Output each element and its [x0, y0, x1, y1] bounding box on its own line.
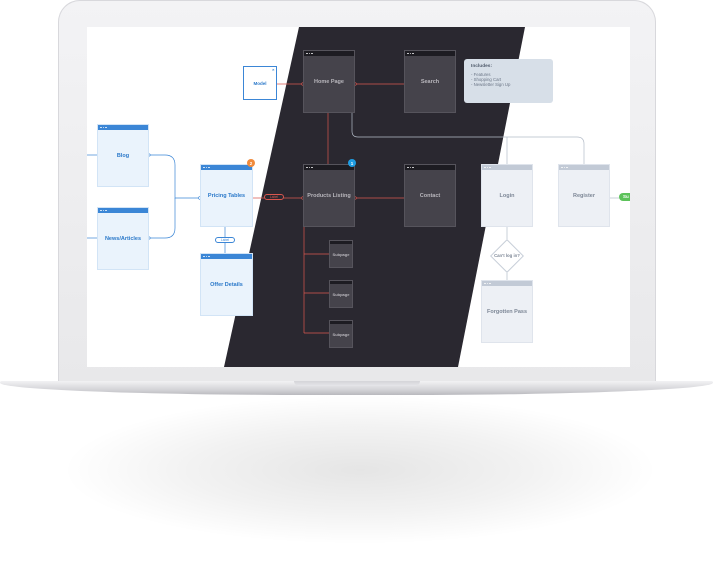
connector-home-login-register [351, 113, 585, 164]
page-subpage-1-label: Subpage [332, 251, 350, 257]
page-login[interactable]: Login [481, 164, 533, 227]
decision-cant-log-in-label: Can't log in? [494, 253, 520, 258]
badge-pricing-tables: 2 [247, 159, 255, 167]
page-forgotten-pass-label: Forgotten Pass [486, 308, 528, 315]
offscreen-node[interactable]: Su [619, 193, 630, 201]
page-news-articles[interactable]: News/Articles [97, 207, 149, 270]
note-title: Includes: [471, 64, 493, 69]
page-blog-label: Blog [116, 152, 130, 159]
page-products-listing[interactable]: Products Listing [303, 164, 355, 227]
laptop-shadow [60, 395, 660, 545]
note-item: - Shopping Cart [471, 76, 502, 82]
node-model[interactable]: × Model [243, 66, 277, 100]
page-search[interactable]: Search [404, 50, 456, 113]
page-register-label: Register [572, 192, 595, 199]
page-pricing-tables-label: Pricing Tables [207, 192, 246, 199]
page-pricing-tables[interactable]: Pricing Tables [200, 164, 253, 227]
connector-blog-pricing [149, 154, 200, 199]
edge-label-pricing-products: Label [264, 194, 284, 200]
page-search-label: Search [420, 78, 440, 85]
page-subpage-3[interactable]: Subpage [329, 320, 353, 348]
page-products-listing-label: Products Listing [307, 192, 351, 199]
page-subpage-2-label: Subpage [332, 291, 350, 297]
note-includes: Includes: - Features - Shopping Cart - N… [464, 59, 553, 103]
note-item: - Features [471, 71, 491, 77]
page-subpage-3-label: Subpage [332, 331, 350, 337]
page-offer-details[interactable]: Offer Details [200, 253, 253, 316]
page-login-label: Login [499, 192, 515, 199]
page-blog[interactable]: Blog [97, 124, 149, 187]
connector-news-pricing [149, 198, 176, 239]
page-home-page-label: Home Page [314, 78, 344, 85]
page-contact[interactable]: Contact [404, 164, 456, 227]
note-item: - Newsletter Sign Up [471, 82, 511, 88]
node-model-label: Model [253, 80, 267, 86]
page-subpage-1[interactable]: Subpage [329, 240, 353, 268]
badge-products-listing: 1 [348, 159, 356, 167]
laptop-base [0, 381, 713, 395]
page-offer-details-label: Offer Details [210, 281, 243, 288]
page-forgotten-pass[interactable]: Forgotten Pass [481, 280, 533, 343]
laptop-trackpad-notch [294, 381, 420, 386]
laptop-screen: Blog News/Articles Pricing Tables 2 Offe… [87, 27, 630, 367]
page-subpage-2[interactable]: Subpage [329, 280, 353, 308]
connector-products-subpages [303, 226, 329, 334]
page-news-articles-label: News/Articles [104, 235, 142, 242]
page-contact-label: Contact [419, 192, 441, 199]
edge-label-pricing-offer: Label [215, 237, 235, 243]
close-icon: × [272, 67, 275, 72]
page-home-page[interactable]: Home Page [303, 50, 355, 113]
page-register[interactable]: Register [558, 164, 610, 227]
